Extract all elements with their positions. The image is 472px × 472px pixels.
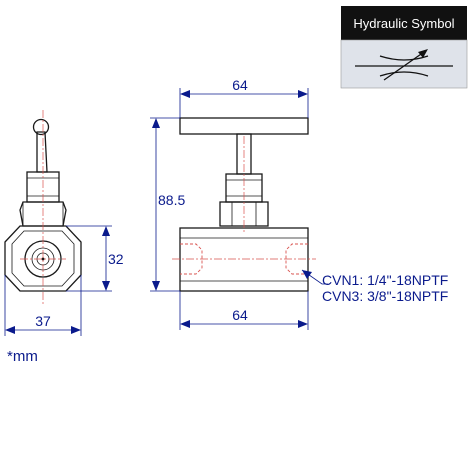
- symbol-header: [341, 6, 467, 40]
- dimension-side-width: 37: [4, 275, 82, 336]
- port-cvn3-label: CVN3: 3/8"-18NPTF: [322, 288, 448, 304]
- port-cvn1-label: CVN1: 1/4"-18NPTF: [322, 272, 448, 288]
- front-view: [172, 117, 316, 292]
- front-handle-bar: [179, 117, 309, 135]
- hydraulic-symbol: Hydraulic Symbol: [340, 6, 468, 89]
- total-height-label: 88.5: [158, 192, 185, 208]
- side-view: [4, 110, 82, 305]
- dimension-side-height: 32: [66, 225, 124, 292]
- dimension-total-height: 88.5: [150, 117, 185, 292]
- port-callout: CVN1: 1/4"-18NPTF CVN3: 3/8"-18NPTF: [301, 269, 448, 304]
- throttle-valve-symbol-icon: [355, 49, 453, 81]
- units-note: *mm: [7, 348, 38, 365]
- dimension-bottom-width: 64: [179, 291, 309, 330]
- side-width-label: 37: [35, 313, 51, 329]
- bottom-width-label: 64: [232, 307, 248, 323]
- side-height-label: 32: [108, 251, 124, 267]
- dimension-top-width: 64: [179, 77, 309, 118]
- symbol-body: [340, 39, 468, 89]
- side-handle-bar: [36, 131, 48, 173]
- top-width-label: 64: [232, 77, 248, 93]
- front-body: [179, 227, 309, 292]
- side-handle-knob: [32, 118, 50, 136]
- symbol-title: Hydraulic Symbol: [353, 16, 454, 31]
